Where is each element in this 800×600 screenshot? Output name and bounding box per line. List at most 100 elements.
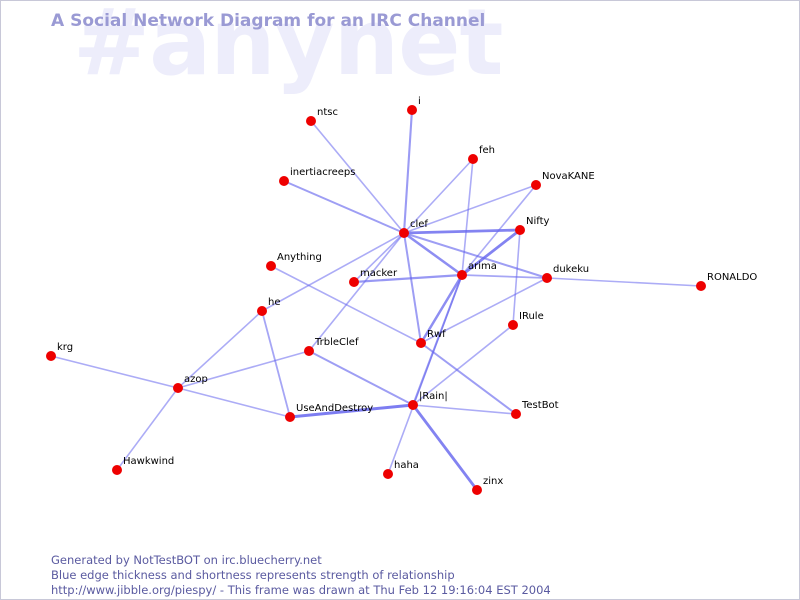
footer-timestamp: http://www.jibble.org/piespy/ - This fra…: [51, 583, 551, 597]
node-inertiacreeps: inertiacreeps: [279, 167, 355, 186]
node-dot: [257, 306, 267, 316]
node-dot: [266, 261, 276, 271]
node-dot: [304, 346, 314, 356]
node-dot: [531, 180, 541, 190]
edge-clef-Rwf: [403, 232, 422, 344]
node-dot: [472, 485, 482, 495]
edge-arima-dukeku: [461, 274, 548, 279]
node-dot: [416, 338, 426, 348]
edge-clef-ntsc: [310, 120, 405, 234]
edge-clef-he: [261, 232, 405, 312]
edge-macker-arima: [352, 273, 464, 284]
node-label: feh: [479, 145, 495, 156]
node-dot: [542, 273, 552, 283]
node-TrbleClef: TrbleClef: [304, 337, 359, 356]
edge-azop-Hawkwind: [116, 387, 179, 471]
node-dot: [306, 116, 316, 126]
node-dot: [468, 154, 478, 164]
edge-Rwf-TestBot: [420, 342, 517, 415]
edge-clef-inertiacreeps: [283, 180, 405, 234]
node-label: Nifty: [526, 216, 550, 227]
edge-azop-UseAndDestroy: [177, 387, 291, 418]
node-label: IRule: [519, 311, 544, 322]
node-IRule: IRule: [508, 311, 544, 330]
node-dot: [457, 270, 467, 280]
node-NovaKANE: NovaKANE: [531, 171, 595, 190]
node-label: Rwf: [427, 329, 446, 340]
edge-feh-arima: [461, 158, 474, 276]
edge-he-UseAndDestroy: [261, 310, 291, 418]
edge-clef-arima: [402, 231, 464, 277]
node-macker: macker: [349, 268, 398, 287]
node-RONALDO: RONALDO: [696, 272, 757, 291]
node-he: he: [257, 297, 281, 316]
edge-clef-macker: [353, 232, 405, 283]
edge-clef-feh: [403, 158, 474, 234]
node-feh: feh: [468, 145, 495, 164]
node-zinx: zinx: [472, 476, 503, 495]
node-dot: [407, 105, 417, 115]
edge-dukeku-RONALDO: [546, 277, 702, 287]
node-azop: azop: [173, 374, 208, 393]
node-dot: [279, 176, 289, 186]
node-Hawkwind: Hawkwind: [112, 456, 174, 475]
edge-clef-TrbleClef: [308, 232, 405, 352]
footer: Generated by NotTestBOT on irc.bluecherr…: [51, 553, 551, 598]
node-arima: arima: [457, 261, 497, 280]
channel-watermark: #anynet: [73, 0, 504, 96]
diagram-title: A Social Network Diagram for an IRC Chan…: [51, 11, 486, 31]
node-TestBot: TestBot: [511, 400, 559, 419]
node-dot: [173, 383, 183, 393]
node-label: TrbleClef: [314, 337, 359, 348]
node-dot: [112, 465, 122, 475]
edge-clef-dukeku: [403, 232, 548, 279]
node-label: Hawkwind: [123, 456, 174, 467]
edge-krg-azop: [50, 355, 179, 389]
edge-arima-haha: [387, 274, 463, 475]
node-label: Anything: [277, 252, 322, 263]
edge-arima-Rwf: [419, 273, 464, 345]
node-ntsc: ntsc: [306, 107, 338, 126]
node-Rain: |Rain|: [408, 391, 448, 410]
edges-layer: [50, 108, 702, 492]
node-label: UseAndDestroy: [296, 403, 373, 414]
node-dot: [349, 277, 359, 287]
node-haha: haha: [383, 460, 419, 479]
node-label: |Rain|: [419, 391, 448, 402]
node-dot: [383, 469, 393, 479]
edge-TrbleClef-azop: [177, 350, 310, 389]
node-label: macker: [360, 268, 398, 279]
node-Anything: Anything: [266, 252, 322, 271]
node-label: haha: [394, 460, 419, 471]
node-krg: krg: [46, 342, 73, 361]
node-label: krg: [57, 342, 73, 353]
node-dukeku: dukeku: [542, 264, 589, 283]
node-dot: [515, 225, 525, 235]
node-label: dukeku: [553, 264, 589, 275]
node-i: i: [407, 96, 421, 115]
node-dot: [696, 281, 706, 291]
node-dot: [285, 412, 295, 422]
edge-TrbleClef-Rain: [308, 350, 414, 406]
node-label: TestBot: [521, 400, 559, 411]
edge-Rain-TestBot: [412, 404, 517, 415]
edge-clef-NovaKANE: [403, 184, 537, 234]
node-dot: [408, 400, 418, 410]
node-dot: [46, 351, 56, 361]
node-Rwf: Rwf: [416, 329, 446, 348]
node-label: arima: [468, 261, 497, 272]
node-dot: [511, 409, 521, 419]
edge-clef-Nifty: [402, 228, 522, 235]
node-dot: [399, 228, 409, 238]
node-clef: clef: [399, 219, 428, 238]
node-label: zinx: [483, 476, 503, 487]
node-UseAndDestroy: UseAndDestroy: [285, 403, 373, 422]
footer-generated-by: Generated by NotTestBOT on irc.bluecherr…: [51, 553, 322, 567]
edge-UseAndDestroy-Rain: [288, 403, 415, 419]
node-label: clef: [410, 219, 428, 230]
edge-Anything-Rwf: [270, 265, 422, 344]
node-label: NovaKANE: [542, 171, 595, 182]
node-dot: [508, 320, 518, 330]
